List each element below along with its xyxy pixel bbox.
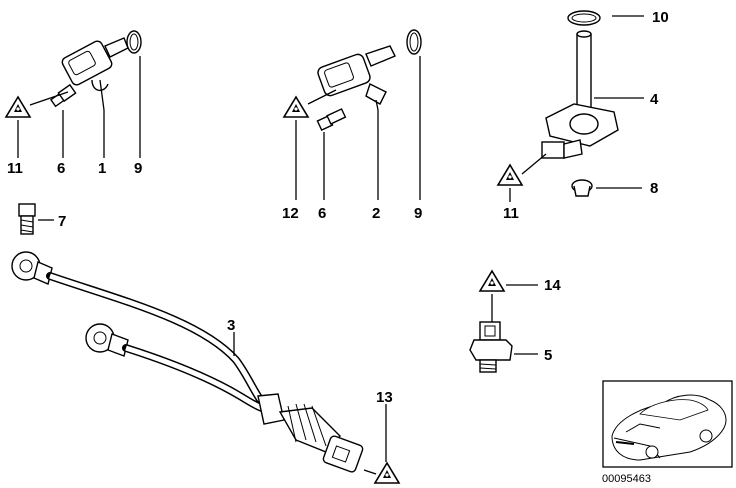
oring-part-10 [567, 10, 601, 26]
callout-9a: 9 [134, 160, 142, 177]
car-silhouette-icon [611, 394, 727, 461]
oring-part-9a [126, 30, 142, 54]
sensor-part-2 [317, 45, 396, 105]
bolt-part-7 [18, 203, 36, 235]
callout-11b: 11 [503, 205, 519, 222]
callout-8: 8 [650, 180, 658, 197]
callout-11a: 11 [7, 160, 23, 177]
callout-6a: 6 [57, 160, 65, 177]
callout-13: 13 [376, 389, 393, 406]
bolt-part-6b [316, 108, 347, 131]
callout-14: 14 [544, 277, 561, 294]
knock-sensor-harness-part-3 [11, 251, 364, 473]
callout-7: 7 [58, 213, 66, 230]
callout-10: 10 [652, 9, 669, 26]
callout-3: 3 [227, 317, 235, 334]
grommet-part-8 [571, 179, 593, 197]
document-number: 00095463 [602, 473, 651, 485]
callout-2: 2 [372, 205, 380, 222]
callout-12: 12 [282, 205, 299, 222]
warning-triangle-icon-14 [479, 270, 505, 292]
callout-9b: 9 [414, 205, 422, 222]
pressure-switch-part-5 [469, 321, 513, 373]
oring-part-9b [406, 29, 422, 55]
vehicle-reference-box [602, 380, 733, 468]
callout-5: 5 [544, 347, 552, 364]
warning-triangle-icon-11b [497, 164, 523, 186]
warning-triangle-icon-13 [374, 462, 400, 484]
sensor-part-1 [61, 37, 129, 91]
callout-6b: 6 [318, 205, 326, 222]
bolt-part-6a [49, 83, 77, 108]
warning-triangle-icon [5, 96, 31, 118]
callout-1: 1 [98, 160, 106, 177]
warning-triangle-icon-12 [283, 96, 309, 118]
callout-4: 4 [650, 91, 659, 108]
sensor-part-4 [541, 30, 619, 159]
